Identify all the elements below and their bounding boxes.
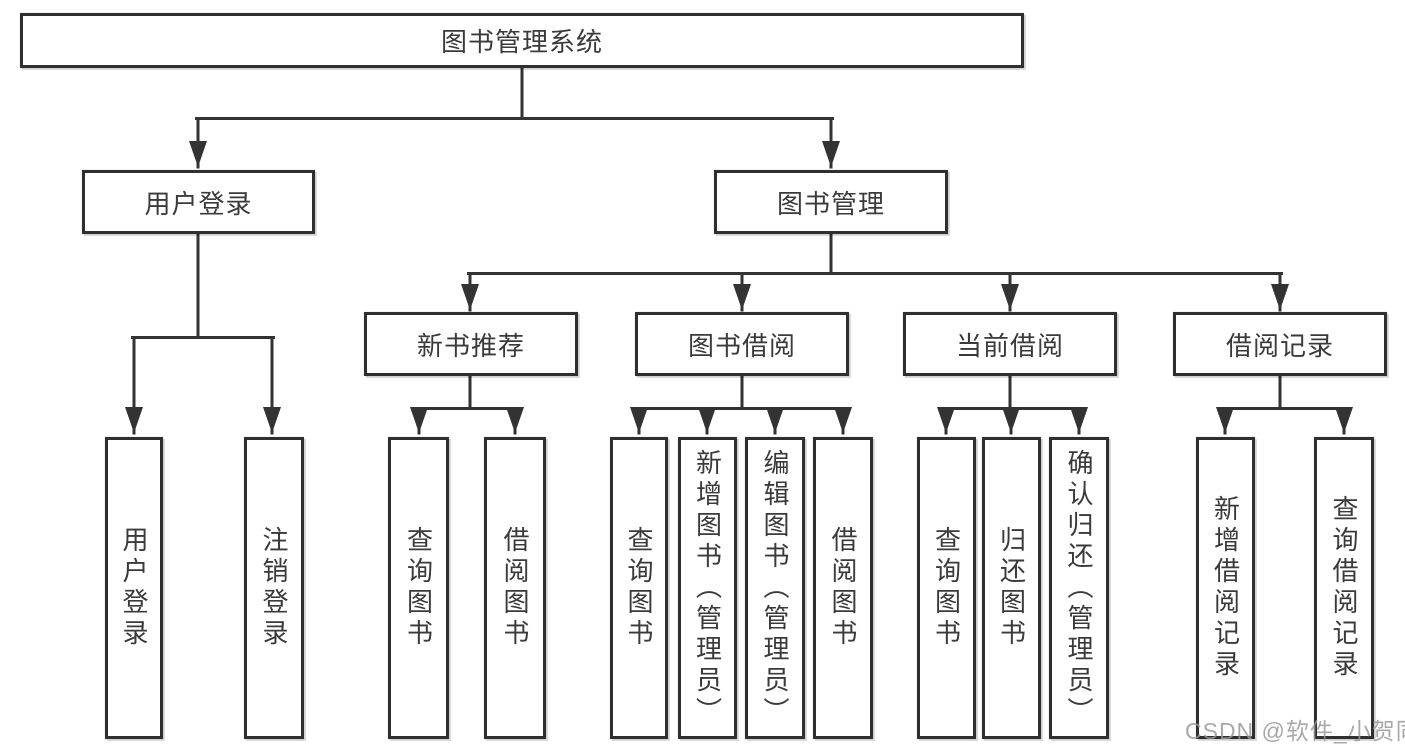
leaf-return-book: 归还图书 [982,437,1041,739]
node-user-login: 用户登录 [82,170,315,234]
leaf-user-login: 用户登录 [105,437,163,739]
leaf-query-books-borrowing: 查询图书 [610,437,668,739]
node-current-borrowing: 当前借阅 [903,312,1117,376]
leaf-borrow-books-borrowing: 借阅图书 [813,437,873,739]
node-root-library-system: 图书管理系统 [20,13,1024,68]
leaf-confirm-return-admin: 确认归还（管理员） [1049,437,1109,739]
node-book-borrowing: 图书借阅 [635,312,849,376]
leaf-logout: 注销登录 [244,437,304,739]
node-new-book-recommendation: 新书推荐 [364,312,578,376]
leaf-query-borrow-record: 查询借阅记录 [1314,437,1374,739]
leaf-add-borrow-record: 新增借阅记录 [1196,437,1255,739]
leaf-query-books-current: 查询图书 [917,437,976,739]
csdn-watermark: CSDN @软件_小贺同学 [1185,718,1405,744]
leaf-edit-book-admin: 编辑图书（管理员） [745,437,805,739]
node-borrowing-records: 借阅记录 [1173,312,1387,376]
leaf-borrow-books-recommend: 借阅图书 [484,437,546,739]
leaf-query-books-recommend: 查询图书 [388,437,449,739]
leaf-add-book-admin: 新增图书（管理员） [678,437,737,739]
node-book-management: 图书管理 [714,170,948,234]
